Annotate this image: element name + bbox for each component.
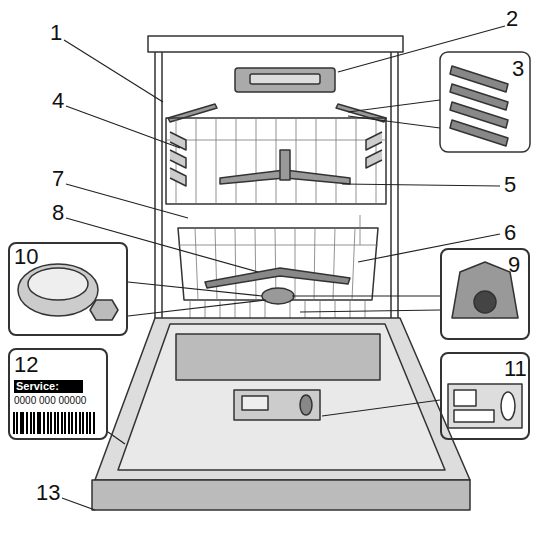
- callout-number: 13: [36, 482, 60, 504]
- cup-shelf: [366, 132, 382, 168]
- filter-cap: [90, 300, 118, 320]
- leader-line: [66, 218, 258, 272]
- basket-wire: [166, 118, 386, 204]
- dispenser-detail: [454, 410, 494, 422]
- leader-line: [342, 184, 500, 186]
- inset-box: 11: [440, 352, 530, 440]
- service-text: Service:: [14, 380, 83, 393]
- barcode: [14, 412, 94, 434]
- detergent-dispenser: [234, 390, 320, 420]
- leader-line: [66, 106, 180, 148]
- inset-box: 9: [440, 248, 530, 340]
- dispenser-detail: [448, 384, 522, 428]
- callout-number: 1: [50, 22, 62, 44]
- filter: [262, 288, 294, 304]
- callout-number: 2: [506, 8, 518, 30]
- service-text: 0000 000 00000: [14, 396, 86, 406]
- callout-number: 12: [14, 354, 38, 376]
- callout-number: 4: [52, 90, 64, 112]
- callout-number: 3: [512, 58, 524, 80]
- leader-line: [348, 100, 440, 128]
- tub-wall: [155, 52, 398, 318]
- spray-arm-hub: [280, 150, 290, 180]
- callout-number: 9: [508, 254, 520, 276]
- callout-number: 10: [14, 246, 38, 268]
- upper-basket: [166, 118, 386, 204]
- leader-line: [292, 296, 440, 312]
- inset-box: 12Service: 0000 000 00000: [8, 348, 108, 440]
- top-spray-detail: [250, 74, 320, 84]
- top-spray-unit: [235, 68, 335, 92]
- cup-shelf: [170, 132, 186, 186]
- leader-line: [66, 184, 188, 218]
- rack-shelf-detail: [450, 66, 508, 146]
- callout-number: 5: [504, 174, 516, 196]
- rack-arm: [168, 104, 217, 122]
- callout-number: 8: [52, 202, 64, 224]
- filter-mesh: [28, 268, 88, 300]
- door-inner: [118, 324, 445, 470]
- leader-line: [62, 498, 95, 510]
- leader-line: [64, 40, 163, 102]
- callout-number: 11: [504, 358, 527, 380]
- door-front: [92, 480, 470, 510]
- dispenser-detail: [454, 390, 476, 406]
- callout-number: 7: [52, 168, 64, 190]
- spray-hub-nut: [474, 291, 496, 313]
- leader-line: [128, 282, 266, 316]
- lower-spray-arm: [205, 268, 350, 288]
- leader-line: [322, 400, 440, 416]
- rack-arm: [336, 104, 386, 122]
- door: [95, 318, 470, 480]
- leader-line: [338, 26, 505, 72]
- callout-number: 6: [504, 222, 516, 244]
- inset-box: [440, 52, 530, 152]
- rinse-aid-cap: [300, 395, 312, 415]
- dispenser-cup: [242, 396, 268, 410]
- leader-line: [108, 432, 125, 444]
- filter-detail: [18, 264, 98, 316]
- dispenser-detail: [501, 392, 515, 420]
- inset-box: 10: [8, 242, 128, 336]
- worktop: [148, 36, 403, 52]
- door-panel: [176, 334, 380, 380]
